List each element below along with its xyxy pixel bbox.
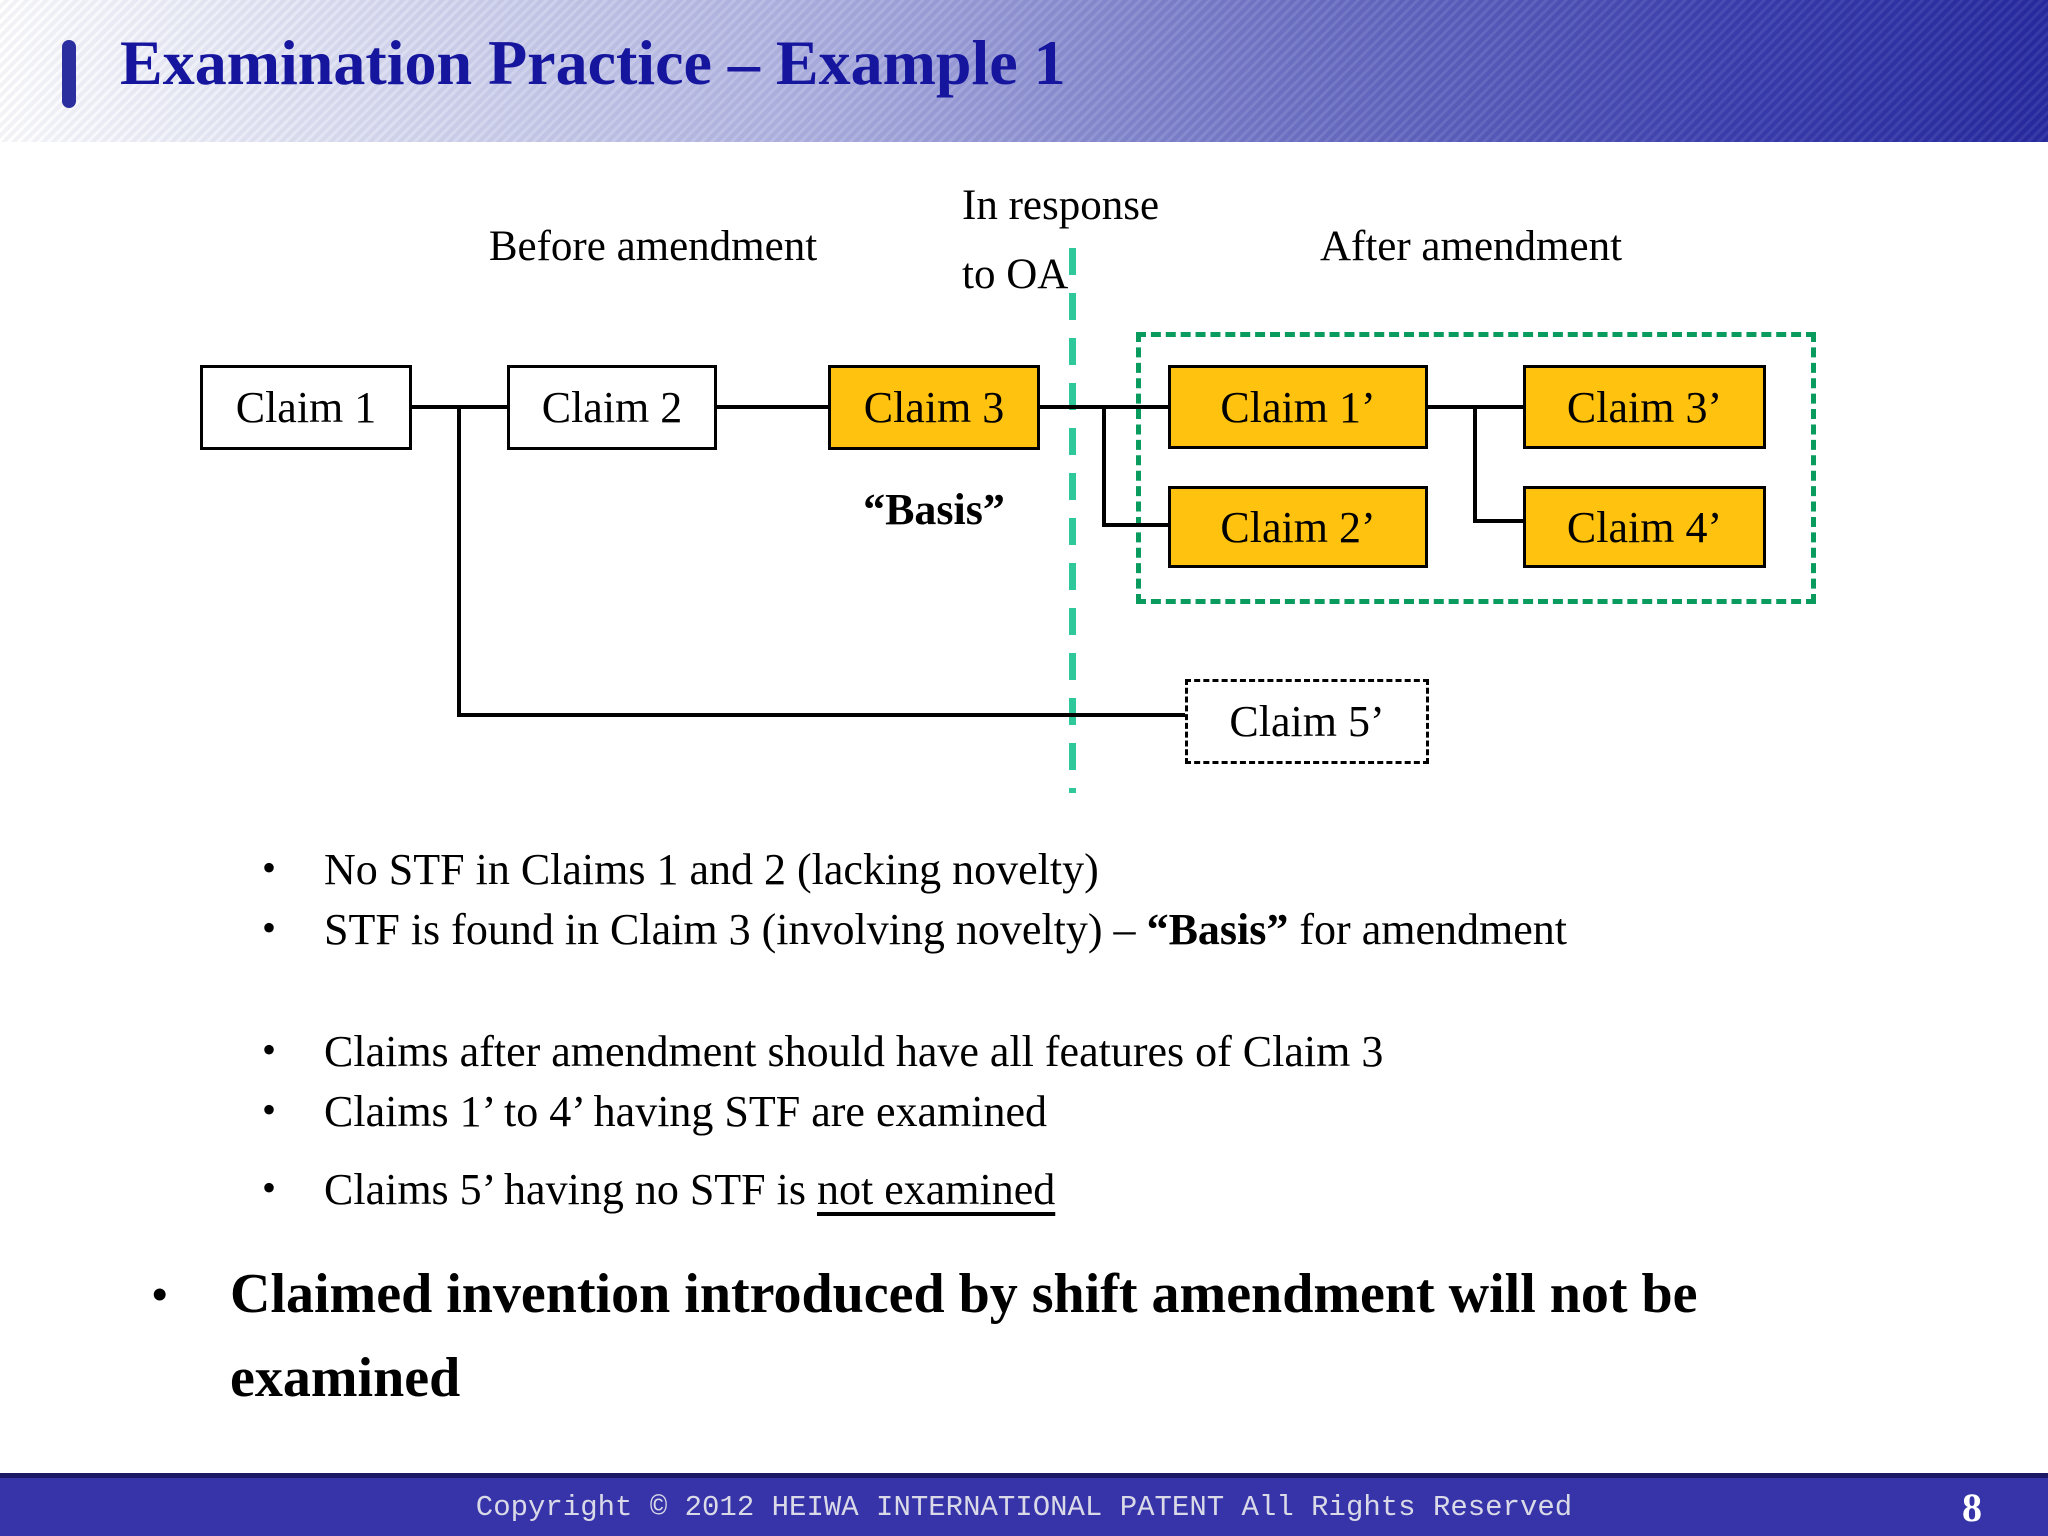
claim-3-box: Claim 3 [828, 365, 1040, 450]
bullet-claims-1-to-4-examined: • Claims 1’ to 4’ having STF are examine… [262, 1086, 1047, 1137]
bullet-no-stf-claims-1-2: • No STF in Claims 1 and 2 (lacking nove… [262, 844, 1099, 895]
bullet-claims-5-not-examined: • Claims 5’ having no STF is not examine… [262, 1164, 1055, 1215]
bullet-text: Claims 1’ to 4’ having STF are examined [324, 1087, 1047, 1136]
label-after-amendment: After amendment [1319, 223, 1623, 270]
claim-2-prime-box: Claim 2’ [1168, 486, 1428, 568]
slide-header-band [0, 0, 2048, 142]
connector-claim2-claim3 [716, 405, 828, 409]
label-in-response-to-oa: In response to OA [962, 182, 1160, 298]
connector-claim1p-branch-vertical [1102, 405, 1106, 527]
slide-title: Examination Practice – Example 1 [120, 27, 1066, 98]
bullet-text: Claims 5’ having no STF is not examined [324, 1164, 1055, 1215]
examined-claims-dashed-outline [1136, 332, 1816, 604]
copyright-text: Copyright © 2012 HEIWA INTERNATIONAL PAT… [475, 1490, 1573, 1524]
bullet-text-pre: Claims 5’ having no STF is [324, 1165, 817, 1214]
bullet-stf-found-claim-3: • STF is found in Claim 3 (involving nov… [262, 904, 1567, 955]
bullet-marker: • [262, 905, 277, 950]
bullet-marker: • [152, 1270, 168, 1319]
claim-2-box: Claim 2 [507, 365, 717, 450]
bullet-claims-after-amendment: • Claims after amendment should have all… [262, 1026, 1383, 1077]
bullet-shift-amendment-conclusion: • Claimed invention introduced by shift … [152, 1252, 1912, 1420]
bullet-marker: • [262, 1165, 277, 1210]
title-accent-bar [62, 40, 76, 108]
connector-branch-claim2p [1102, 523, 1168, 527]
bullet-text: Claims after amendment should have all f… [324, 1027, 1384, 1076]
bullet-text-basis-bold: “Basis” [1146, 905, 1289, 954]
claim-4-prime-box: Claim 4’ [1523, 486, 1766, 568]
slide-footer: Copyright © 2012 HEIWA INTERNATIONAL PAT… [0, 1473, 2048, 1536]
amendment-divider-dashed-line [1069, 248, 1076, 793]
bullet-text: Claimed invention introduced by shift am… [230, 1263, 1698, 1409]
bullet-marker: • [262, 1087, 277, 1132]
label-before-amendment: Before amendment [488, 223, 818, 270]
bullet-text-pre: STF is found in Claim 3 (involving novel… [324, 905, 1147, 954]
connector-claim3p-branch-vertical [1473, 405, 1477, 523]
claim-1-box: Claim 1 [200, 365, 412, 450]
bullet-text-not-examined-underline: not examined [816, 1165, 1056, 1214]
bullet-marker: • [262, 845, 277, 890]
connector-claim1-claim5p [457, 713, 1187, 717]
bullet-text: STF is found in Claim 3 (involving novel… [324, 904, 1567, 955]
claim-5-prime-box: Claim 5’ [1185, 679, 1429, 764]
page-number: 8 [1962, 1485, 1982, 1530]
bullet-text-post: for amendment [1288, 905, 1567, 954]
connector-branch-claim4p [1473, 519, 1523, 523]
connector-claim1-branch-vertical [457, 405, 461, 717]
claim-3-prime-box: Claim 3’ [1523, 365, 1766, 449]
bullet-text: No STF in Claims 1 and 2 (lacking novelt… [324, 845, 1099, 894]
bullet-marker: • [262, 1027, 277, 1072]
basis-annotation: “Basis” [863, 485, 1005, 534]
claim-1-prime-box: Claim 1’ [1168, 365, 1428, 449]
